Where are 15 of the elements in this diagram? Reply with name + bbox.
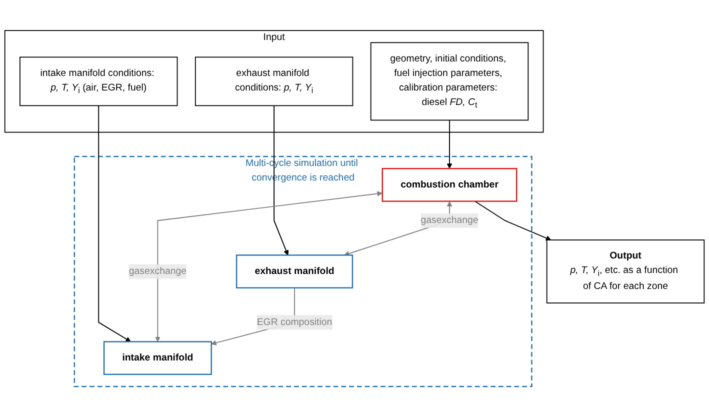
node-box: intake manifold	[103, 341, 212, 375]
arrow	[474, 200, 552, 241]
node-box: exhaust manifold conditions: p, T, Y$_{i}$	[194, 56, 354, 106]
node-box: intake manifold conditions: p, T, Y$_{i}$ (air, EGR, fuel)	[20, 56, 178, 106]
node-box: exhaust manifold	[236, 254, 354, 288]
arrow	[98, 105, 131, 342]
node-box: Output p, T, Y$_{i}$, etc. as a function of CA for each zone	[546, 240, 705, 304]
arrow	[446, 120, 452, 169]
node-box: combustion chamber	[382, 168, 518, 202]
edge-label: EGR composition	[256, 316, 332, 328]
edge-label: gasexchange	[420, 215, 478, 226]
arrow	[274, 105, 289, 256]
arrow	[155, 191, 382, 342]
node-box: geometry, initial conditions, fuel injection parameters, calibration parameters: diesel FD, C$_{t}$	[370, 42, 529, 121]
edge-label: gasexchange	[128, 266, 186, 276]
